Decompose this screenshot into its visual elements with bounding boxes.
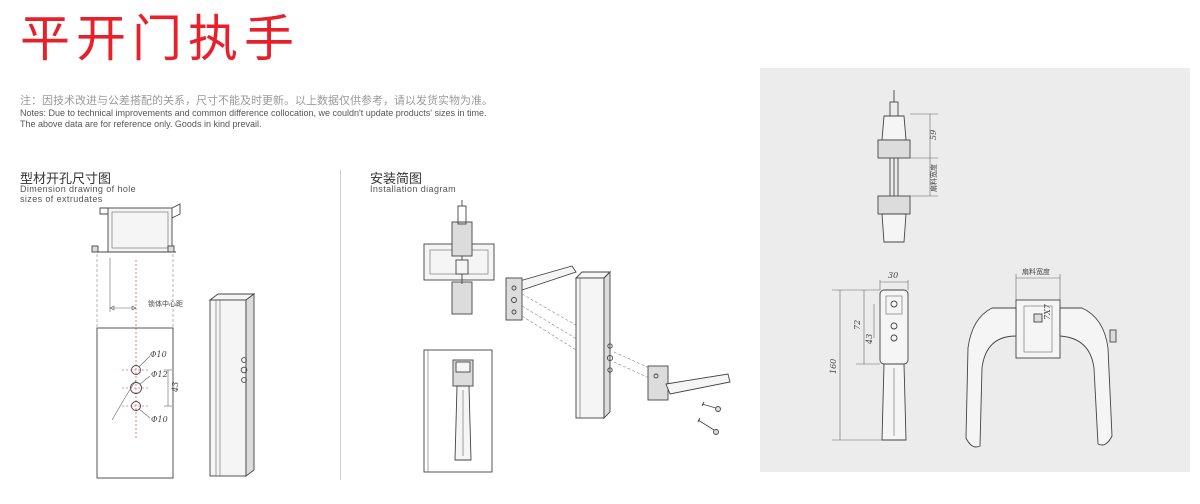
dim-7x7: 7X7 (1043, 303, 1052, 320)
dim-160: 160 (829, 359, 838, 374)
installation-drawing (423, 200, 731, 473)
section-install-title-cn: 安装简图 (370, 172, 423, 187)
profile-hole-drawing: 锁体中心距 Φ10 Φ12 Φ10 43 (91, 203, 256, 479)
section-divider (340, 170, 341, 480)
product-side-view: 扇料宽度 7X7 (965, 267, 1117, 448)
install-front-view (423, 349, 493, 473)
page-title: 平开门执手 (20, 10, 300, 68)
section-profile-title-cn: 型材开孔尺寸图 (20, 172, 112, 187)
dim-72: 72 (853, 320, 862, 330)
product-drawing: 59 扇料宽度 30 72 160 43 (829, 90, 1117, 448)
dim-phi12: Φ12 (151, 370, 168, 379)
install-top-section (423, 200, 495, 315)
note-english-line-1: Notes: Due to technical improvements and… (20, 108, 487, 118)
extrusion-cross-section (91, 203, 181, 253)
profile-face (96, 327, 174, 479)
extrusion-3d-view (208, 293, 256, 477)
note-english: Notes: Due to technical improvements and… (20, 108, 487, 130)
dim-phi10-bottom: Φ10 (151, 415, 168, 424)
install-exploded-view (505, 265, 731, 435)
section-install-title-en: Installation diagram (370, 184, 457, 194)
dim-43-profile: 43 (171, 382, 180, 393)
center-distance-label: 锁体中心距 (148, 299, 183, 308)
dim-59: 59 (929, 130, 938, 140)
label-width-top: 扇料宽度 (1022, 267, 1050, 276)
section-profile-title-en: Dimension drawing of hole sizes of extru… (20, 184, 136, 204)
section-profile-title-en-line-1: Dimension drawing of hole (20, 184, 137, 194)
note-english-line-2: The above data are for reference only. G… (20, 119, 262, 129)
dim-43-product: 43 (865, 334, 874, 345)
dim-30: 30 (888, 271, 898, 280)
product-front-view: 30 72 160 43 (829, 271, 909, 441)
product-spindle-view: 59 扇料宽度 (877, 90, 938, 243)
dim-phi10-top: Φ10 (150, 350, 167, 359)
label-width-vertical: 扇料宽度 (929, 164, 938, 192)
note-chinese: 注：因技术改进与公差搭配的关系，尺寸不能及时更新。以上数据仅供参考，请以发货实物… (20, 94, 493, 107)
section-profile-title-en-line-2: sizes of extrudates (20, 194, 103, 204)
